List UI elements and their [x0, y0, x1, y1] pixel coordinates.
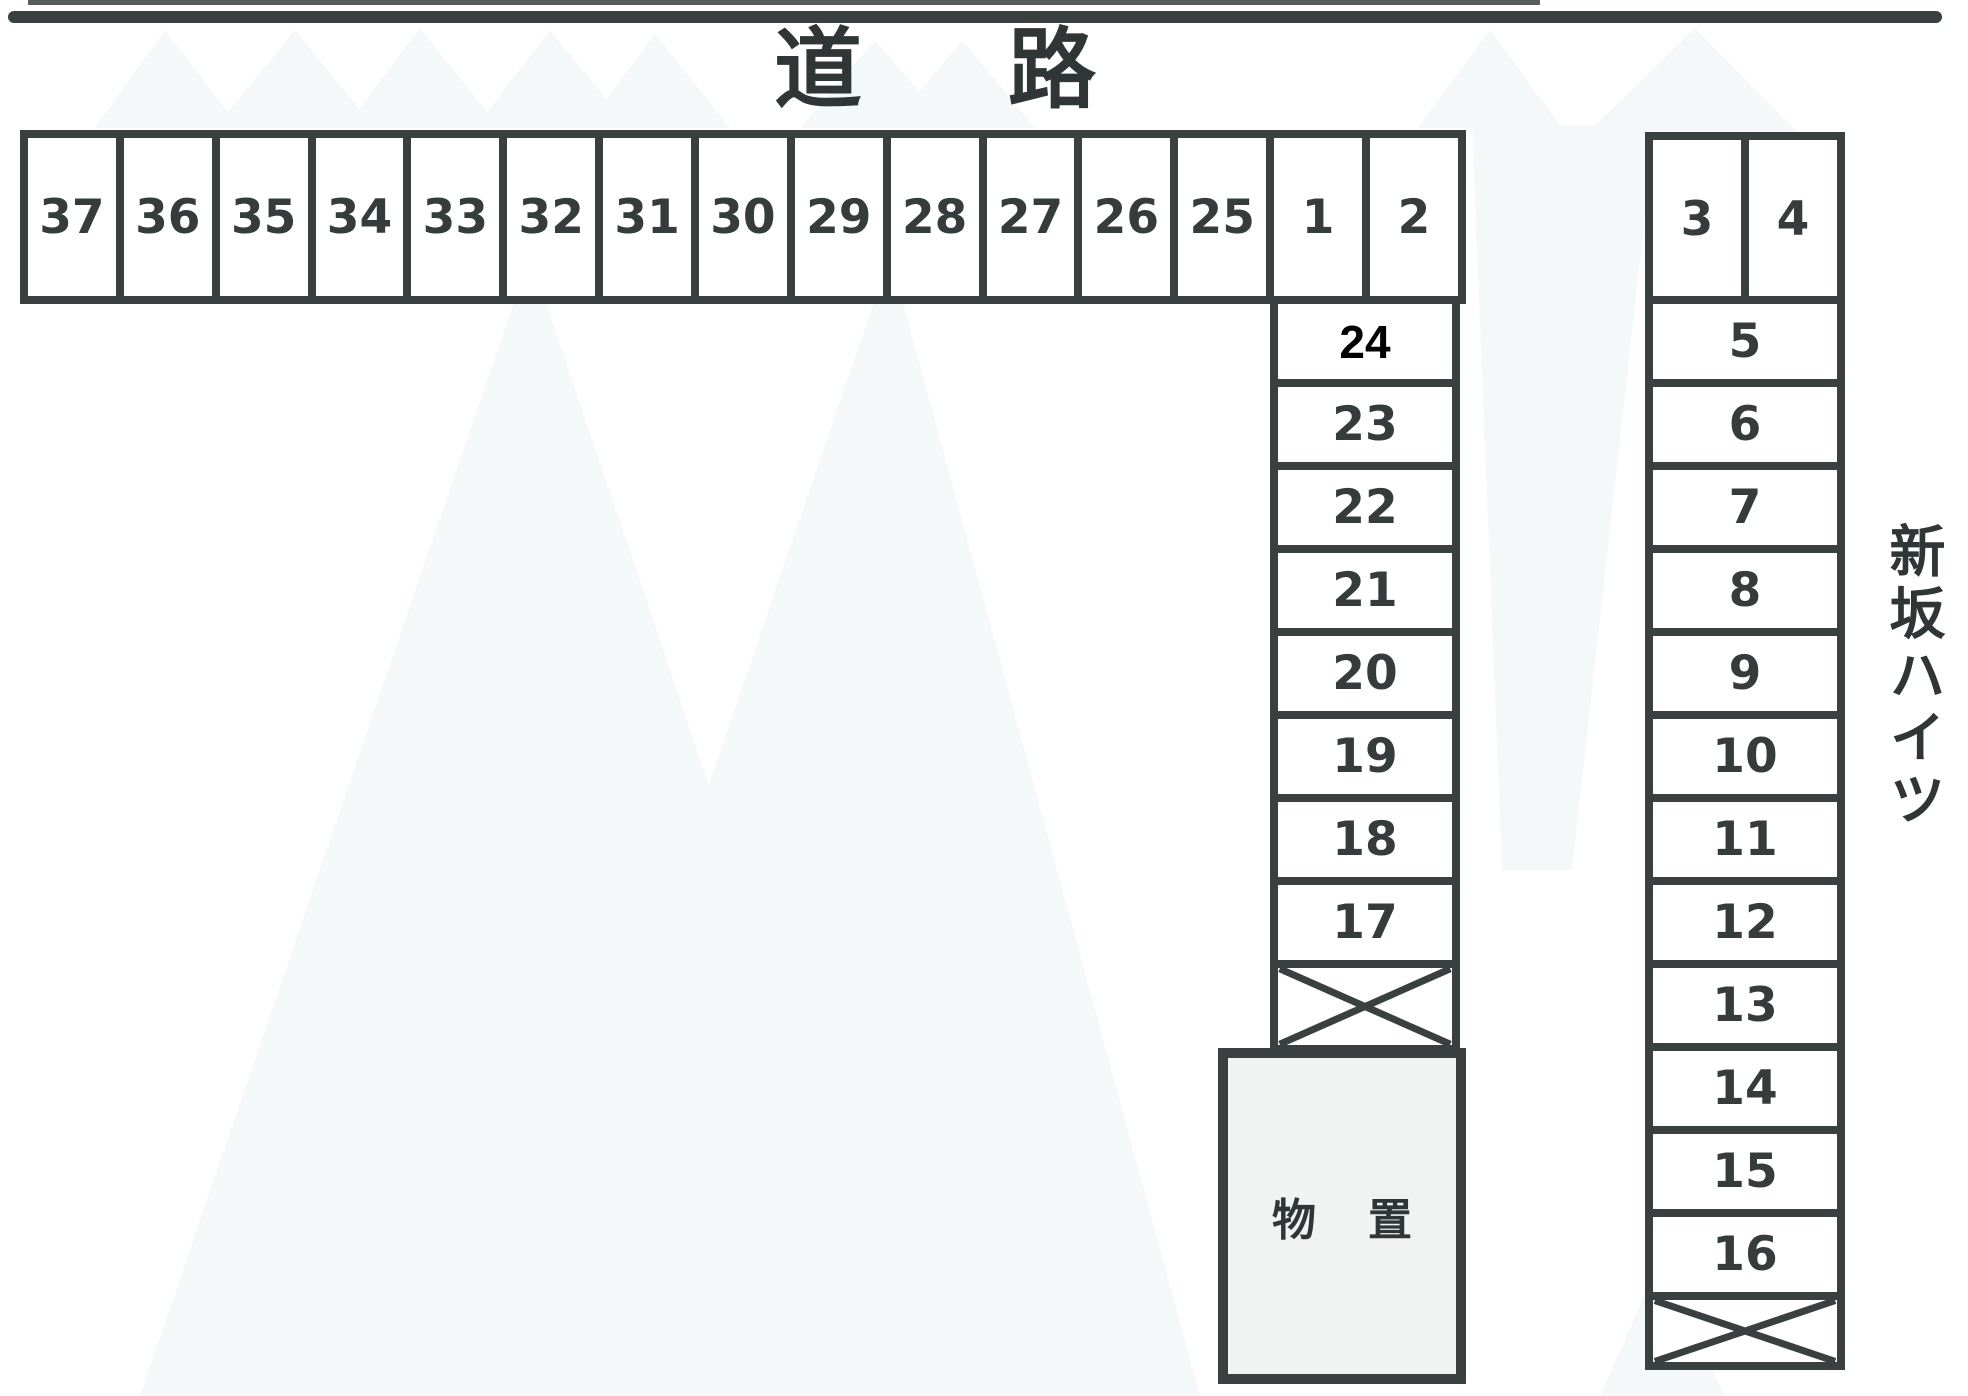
- parking-space-number: 12: [1712, 895, 1778, 950]
- parking-space-cell: 8: [1653, 553, 1837, 628]
- parking-space-number: 37: [39, 189, 105, 245]
- parking-space-cell: 12: [1653, 885, 1837, 960]
- parking-space-number: 4: [1776, 191, 1810, 247]
- parking-space-number: 32: [518, 189, 584, 245]
- parking-space-cell: 15: [1653, 1134, 1837, 1209]
- parking-space-cell: 29: [794, 138, 883, 296]
- x-mark-icon: [1653, 1300, 1837, 1362]
- parking-space-number: 27: [997, 189, 1064, 245]
- parking-space-cell: 7: [1653, 470, 1837, 545]
- parking-space-number: 26: [1093, 189, 1160, 245]
- parking-space-cell: 4: [1749, 140, 1837, 298]
- parking-space-number: 7: [1728, 480, 1762, 535]
- crossed-out-cell: [1278, 968, 1452, 1045]
- parking-space-cell: 17: [1278, 885, 1452, 960]
- parking-space-cell: 37: [28, 138, 116, 296]
- parking-space-number: 9: [1728, 646, 1762, 701]
- parking-space-number: 33: [422, 189, 489, 245]
- scan-edge-line: [28, 0, 1540, 5]
- parking-space-cell: 36: [123, 138, 212, 296]
- building-name-label: 新坂ハイツ: [1880, 522, 1945, 832]
- parking-space-number: 5: [1728, 314, 1762, 369]
- parking-space-cell: 32: [507, 138, 596, 296]
- parking-space-number: 24: [1339, 315, 1391, 368]
- top-right-parking-pair: 3 4: [1645, 132, 1845, 306]
- right-parking-column: 5 6 7 8 9 10 11 12 13 14 15 16: [1645, 296, 1845, 1370]
- parking-space-cell: 31: [603, 138, 692, 296]
- parking-space-number: 19: [1332, 729, 1398, 784]
- parking-space-number: 21: [1332, 563, 1398, 618]
- parking-space-cell: 30: [699, 138, 787, 296]
- parking-space-cell: 13: [1653, 968, 1837, 1043]
- parking-space-cell: 19: [1278, 719, 1452, 794]
- parking-space-cell: 6: [1653, 387, 1837, 462]
- parking-space-cell: 3: [1653, 140, 1741, 298]
- road-boundary-line: [8, 11, 1942, 23]
- road-label: 道路: [774, 18, 1243, 121]
- parking-space-number: 3: [1680, 191, 1714, 247]
- parking-space-number: 25: [1189, 189, 1255, 245]
- parking-space-cell: 28: [890, 138, 979, 296]
- parking-space-number: 30: [710, 189, 776, 245]
- parking-space-number: 23: [1332, 397, 1398, 452]
- left-parking-column: 24 23 22 21 20 19 18 17: [1270, 296, 1460, 1053]
- parking-space-cell: 10: [1653, 719, 1837, 794]
- parking-space-number: 17: [1332, 895, 1398, 950]
- parking-space-cell: 9: [1653, 636, 1837, 711]
- parking-space-cell: 16: [1653, 1217, 1837, 1292]
- x-mark-icon: [1278, 968, 1452, 1045]
- parking-space-number: 20: [1332, 646, 1398, 701]
- parking-space-cell: 25: [1178, 138, 1267, 296]
- parking-space-number: 36: [135, 189, 201, 245]
- parking-space-cell: 2: [1370, 138, 1458, 296]
- parking-space-number: 11: [1712, 812, 1778, 867]
- parking-space-cell: 11: [1653, 802, 1837, 877]
- parking-space-number: 8: [1728, 563, 1762, 618]
- parking-space-number: 34: [326, 189, 393, 245]
- parking-space-cell: 5: [1653, 304, 1837, 379]
- parking-space-number: 22: [1332, 480, 1398, 535]
- parking-space-number: 28: [901, 189, 968, 245]
- parking-space-cell: 26: [1082, 138, 1171, 296]
- parking-space-cell: 22: [1278, 470, 1452, 545]
- parking-space-number: 16: [1712, 1227, 1778, 1282]
- parking-space-cell: 24: [1278, 304, 1452, 379]
- parking-space-number: 13: [1712, 978, 1778, 1033]
- parking-space-cell: 33: [411, 138, 500, 296]
- crossed-out-cell: [1653, 1300, 1837, 1362]
- parking-space-cell: 23: [1278, 387, 1452, 462]
- parking-space-number: 15: [1712, 1144, 1778, 1199]
- parking-space-number: 14: [1712, 1061, 1778, 1116]
- parking-space-number: 6: [1728, 397, 1762, 452]
- parking-space-number: 1: [1301, 189, 1335, 245]
- top-parking-row: 37 36 35 34 33 32 31 30 29 28 27 26: [20, 130, 1466, 304]
- parking-space-cell: 18: [1278, 802, 1452, 877]
- parking-space-cell: 34: [315, 138, 404, 296]
- parking-space-number: 18: [1332, 812, 1398, 867]
- storage-shed: 物置: [1218, 1048, 1466, 1384]
- storage-shed-label: 物置: [1272, 1195, 1464, 1246]
- parking-space-cell: 21: [1278, 553, 1452, 628]
- parking-space-cell: 20: [1278, 636, 1452, 711]
- parking-space-number: 31: [614, 189, 680, 245]
- parking-space-number: 35: [230, 189, 297, 245]
- parking-space-cell: 14: [1653, 1051, 1837, 1126]
- parking-space-number: 2: [1397, 189, 1431, 245]
- parking-space-number: 29: [806, 189, 872, 245]
- parking-space-cell: 35: [219, 138, 308, 296]
- parking-space-cell: 1: [1274, 138, 1363, 296]
- parking-space-cell: 27: [986, 138, 1075, 296]
- parking-space-number: 10: [1712, 729, 1778, 784]
